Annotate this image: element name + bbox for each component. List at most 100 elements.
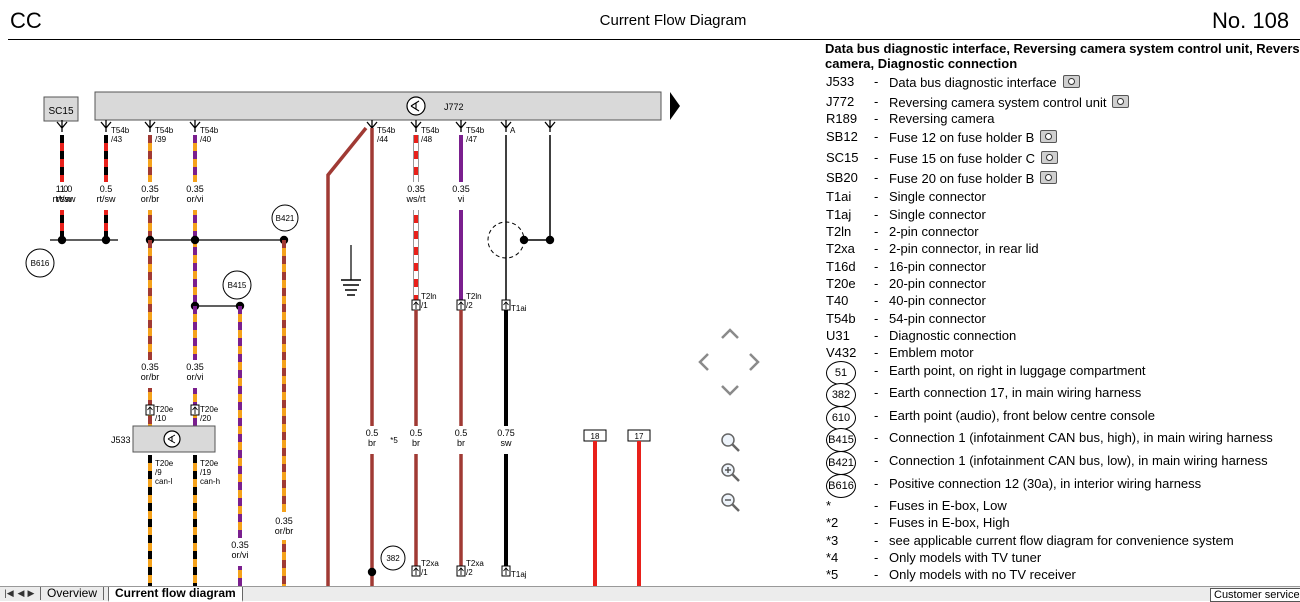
prev-sheet-icon[interactable]: ◀ xyxy=(17,588,25,598)
legend-circle-code: 382 xyxy=(826,383,856,407)
wire-label-bg xyxy=(132,182,168,210)
zoom-fit-icon[interactable] xyxy=(720,432,742,454)
junction-dot xyxy=(367,567,377,577)
legend-description-text: 16-pin connector xyxy=(889,259,986,274)
wire-label-bg xyxy=(218,538,262,566)
tab-overview[interactable]: Overview xyxy=(40,587,105,600)
pin-label: T20e/10 xyxy=(155,405,174,423)
legend-description-text: Emblem motor xyxy=(889,345,974,360)
legend-separator: - xyxy=(874,94,879,109)
legend-description-text: Fuses in E-box, Low xyxy=(889,498,1007,513)
legend-description-text: Earth point, on right in luggage compart… xyxy=(889,363,1146,378)
legend-code: U31 xyxy=(826,328,850,343)
legend-separator: - xyxy=(874,241,879,256)
legend-heading: Data bus diagnostic interface, Reversing… xyxy=(825,41,1300,71)
legend-code: *4 xyxy=(826,550,839,565)
legend-separator: - xyxy=(874,150,879,165)
wire-label-bg xyxy=(445,426,477,454)
legend-circle-code: B415 xyxy=(826,428,856,452)
legend-circle-code: 610 xyxy=(826,406,856,430)
legend-description: Emblem motor xyxy=(889,345,974,360)
legend-description: 40-pin connector xyxy=(889,293,986,308)
legend-separator: - xyxy=(874,476,879,491)
pan-left-icon[interactable] xyxy=(696,352,710,372)
wire-label-bg xyxy=(490,426,522,454)
legend-description: Data bus diagnostic interface xyxy=(889,74,1080,90)
legend-code: * xyxy=(826,498,832,513)
legend-separator: - xyxy=(874,189,879,204)
legend-code: R189 xyxy=(826,111,858,126)
legend-separator: - xyxy=(874,224,879,239)
legend-separator: - xyxy=(874,129,879,144)
legend-separator: - xyxy=(874,311,879,326)
legend-description: Fuse 20 on fuse holder B xyxy=(889,170,1058,186)
next-sheet-icon[interactable]: ▶ xyxy=(27,588,35,598)
legend-description-text: Fuses in E-box, High xyxy=(889,515,1010,530)
tab-current-flow-diagram[interactable]: Current flow diagram xyxy=(108,587,243,602)
legend-description: Reversing camera system control unit xyxy=(889,94,1130,110)
pin-symbol xyxy=(410,120,422,132)
legend-description: Earth point, on right in luggage compart… xyxy=(889,363,1146,378)
legend-description-text: Only models with TV tuner xyxy=(889,550,1042,565)
legend-description: 20-pin connector xyxy=(889,276,986,291)
legend-description-text: Positive connection 12 (30a), in interio… xyxy=(889,476,1202,491)
legend-code: *2 xyxy=(826,515,839,530)
wire-label-bg xyxy=(44,182,80,210)
pin-symbol xyxy=(544,120,556,132)
zoom-in-icon[interactable] xyxy=(720,462,742,484)
legend-code: T2xa xyxy=(826,241,855,256)
connector-arrow xyxy=(192,406,198,414)
legend-description-text: Earth point (audio), front below centre … xyxy=(889,408,1155,423)
camera-icon[interactable] xyxy=(1040,130,1058,143)
legend-description: 16-pin connector xyxy=(889,259,986,274)
camera-icon[interactable] xyxy=(1040,151,1058,164)
legend-code: J533 xyxy=(826,74,855,89)
legend-code: T40 xyxy=(826,293,849,308)
junction-dot xyxy=(101,235,111,245)
connector-arrow xyxy=(147,406,153,414)
camera-icon[interactable] xyxy=(1040,171,1058,184)
wire-label-bg xyxy=(400,426,432,454)
zoom-out-icon[interactable] xyxy=(720,492,742,514)
pan-up-icon[interactable] xyxy=(720,326,740,340)
pan-down-icon[interactable] xyxy=(720,384,740,398)
legend-description: Single connector xyxy=(889,207,986,222)
pan-right-icon[interactable] xyxy=(748,352,762,372)
connector-arrow xyxy=(413,301,419,309)
legend-separator: - xyxy=(874,515,879,530)
legend-code: T2ln xyxy=(826,224,852,239)
legend-description: Positive connection 12 (30a), in interio… xyxy=(889,476,1201,491)
camera-icon[interactable] xyxy=(1062,75,1080,88)
legend-description-text: Fuse 15 on fuse holder C xyxy=(889,151,1035,166)
legend-separator: - xyxy=(874,293,879,308)
legend-description-text: Connection 1 (infotainment CAN bus, low)… xyxy=(889,453,1268,468)
camera-icon[interactable] xyxy=(1112,95,1130,108)
legend-description: Fuses in E-box, High xyxy=(889,515,1010,530)
first-sheet-icon[interactable]: |◀ xyxy=(4,588,14,598)
connector-arrow xyxy=(458,567,464,575)
pin-label: T54b/40 xyxy=(200,126,219,144)
pin-label: T20e/20 xyxy=(200,405,219,423)
j772-label: J772 xyxy=(444,102,464,112)
wire-label-bg xyxy=(262,512,306,540)
legend-separator: - xyxy=(874,498,879,513)
legend-separator: - xyxy=(874,259,879,274)
pin-label: T54b/44 xyxy=(377,126,396,144)
legend-separator: - xyxy=(874,111,879,126)
legend-description-text: Fuse 20 on fuse holder B xyxy=(889,171,1035,186)
legend-code: SB12 xyxy=(826,129,858,144)
wire-label-bg xyxy=(88,182,124,210)
legend-code: T1aj xyxy=(826,207,852,222)
legend-separator: - xyxy=(874,74,879,89)
legend-description: Single connector xyxy=(889,189,986,204)
legend-description: Fuses in E-box, Low xyxy=(889,498,1007,513)
pin-label: T54b/43 xyxy=(111,126,130,144)
legend-heading-line: camera, Diagnostic connection xyxy=(825,56,1018,71)
